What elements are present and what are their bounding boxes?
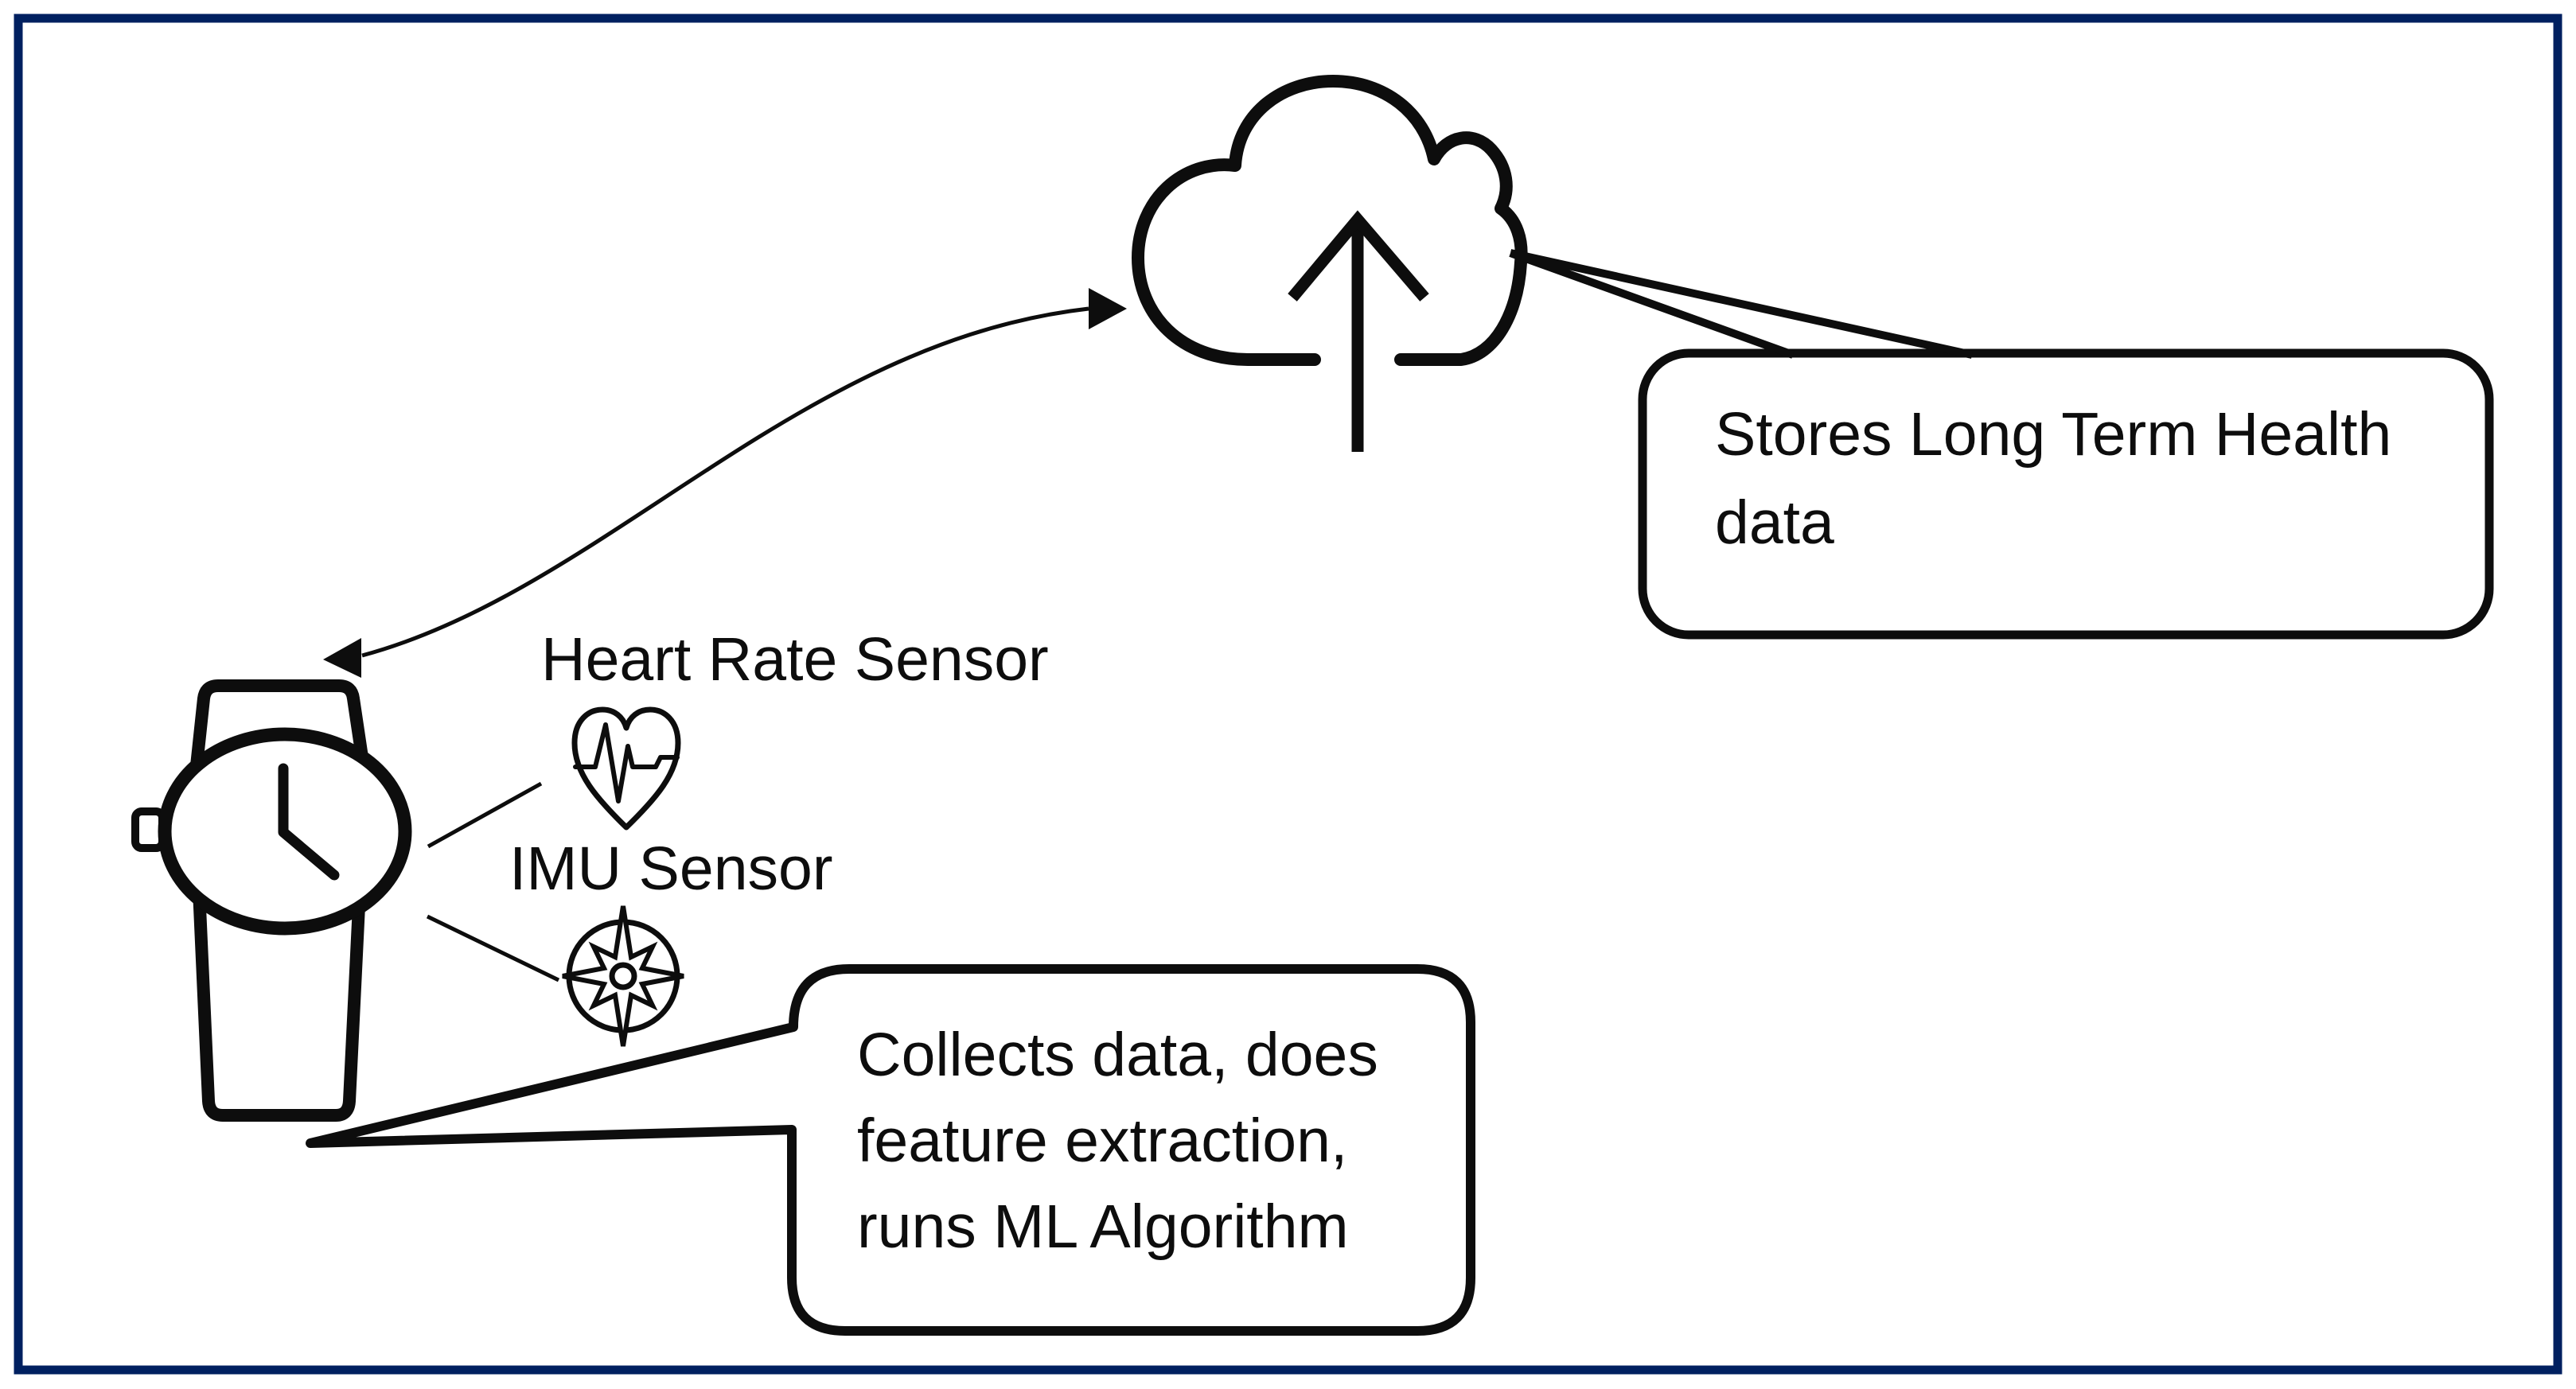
arrowhead-to-watch-icon xyxy=(323,638,361,678)
cloud-callout-pointer xyxy=(1509,249,1974,359)
ecg-pulse-line xyxy=(573,722,680,803)
cloud-callout-line-2: data xyxy=(1715,488,1834,557)
compass-hub xyxy=(609,962,637,990)
heart-rate-sensor-label: Heart Rate Sensor xyxy=(541,625,1049,694)
upload-arrow-chevron xyxy=(1288,210,1429,302)
watch-callout-line-3: runs ML Algorithm xyxy=(857,1193,1349,1261)
arrowhead-to-cloud-icon xyxy=(1089,288,1127,329)
leader-line-imu-sensor xyxy=(426,914,560,982)
watch-callout-line-1: Collects data, does xyxy=(857,1021,1378,1089)
heart-outline xyxy=(571,706,681,831)
cloud-callout-box xyxy=(1638,348,2494,640)
curved-connector-line xyxy=(361,306,1089,658)
watch-to-cloud-arrow xyxy=(323,288,1127,678)
watch-hands xyxy=(278,763,340,881)
cloud-callout-line-1: Stores Long Term Health xyxy=(1715,400,2391,469)
cloud-storage-callout: Stores Long Term Health data xyxy=(1509,249,2494,640)
imu-sensor-label: IMU Sensor xyxy=(509,835,833,903)
smartwatch-icon xyxy=(131,679,412,1122)
watch-callout-line-2: feature extraction, xyxy=(857,1107,1347,1175)
watch-callout-bubble xyxy=(306,964,1475,1336)
heart-ecg-icon xyxy=(571,706,681,831)
watch-processing-callout: Collects data, does feature extraction, … xyxy=(306,964,1475,1336)
leader-line-heart-sensor xyxy=(427,781,543,849)
compass-rose-icon xyxy=(562,905,684,1047)
cloud-upload-icon xyxy=(1132,75,1528,452)
